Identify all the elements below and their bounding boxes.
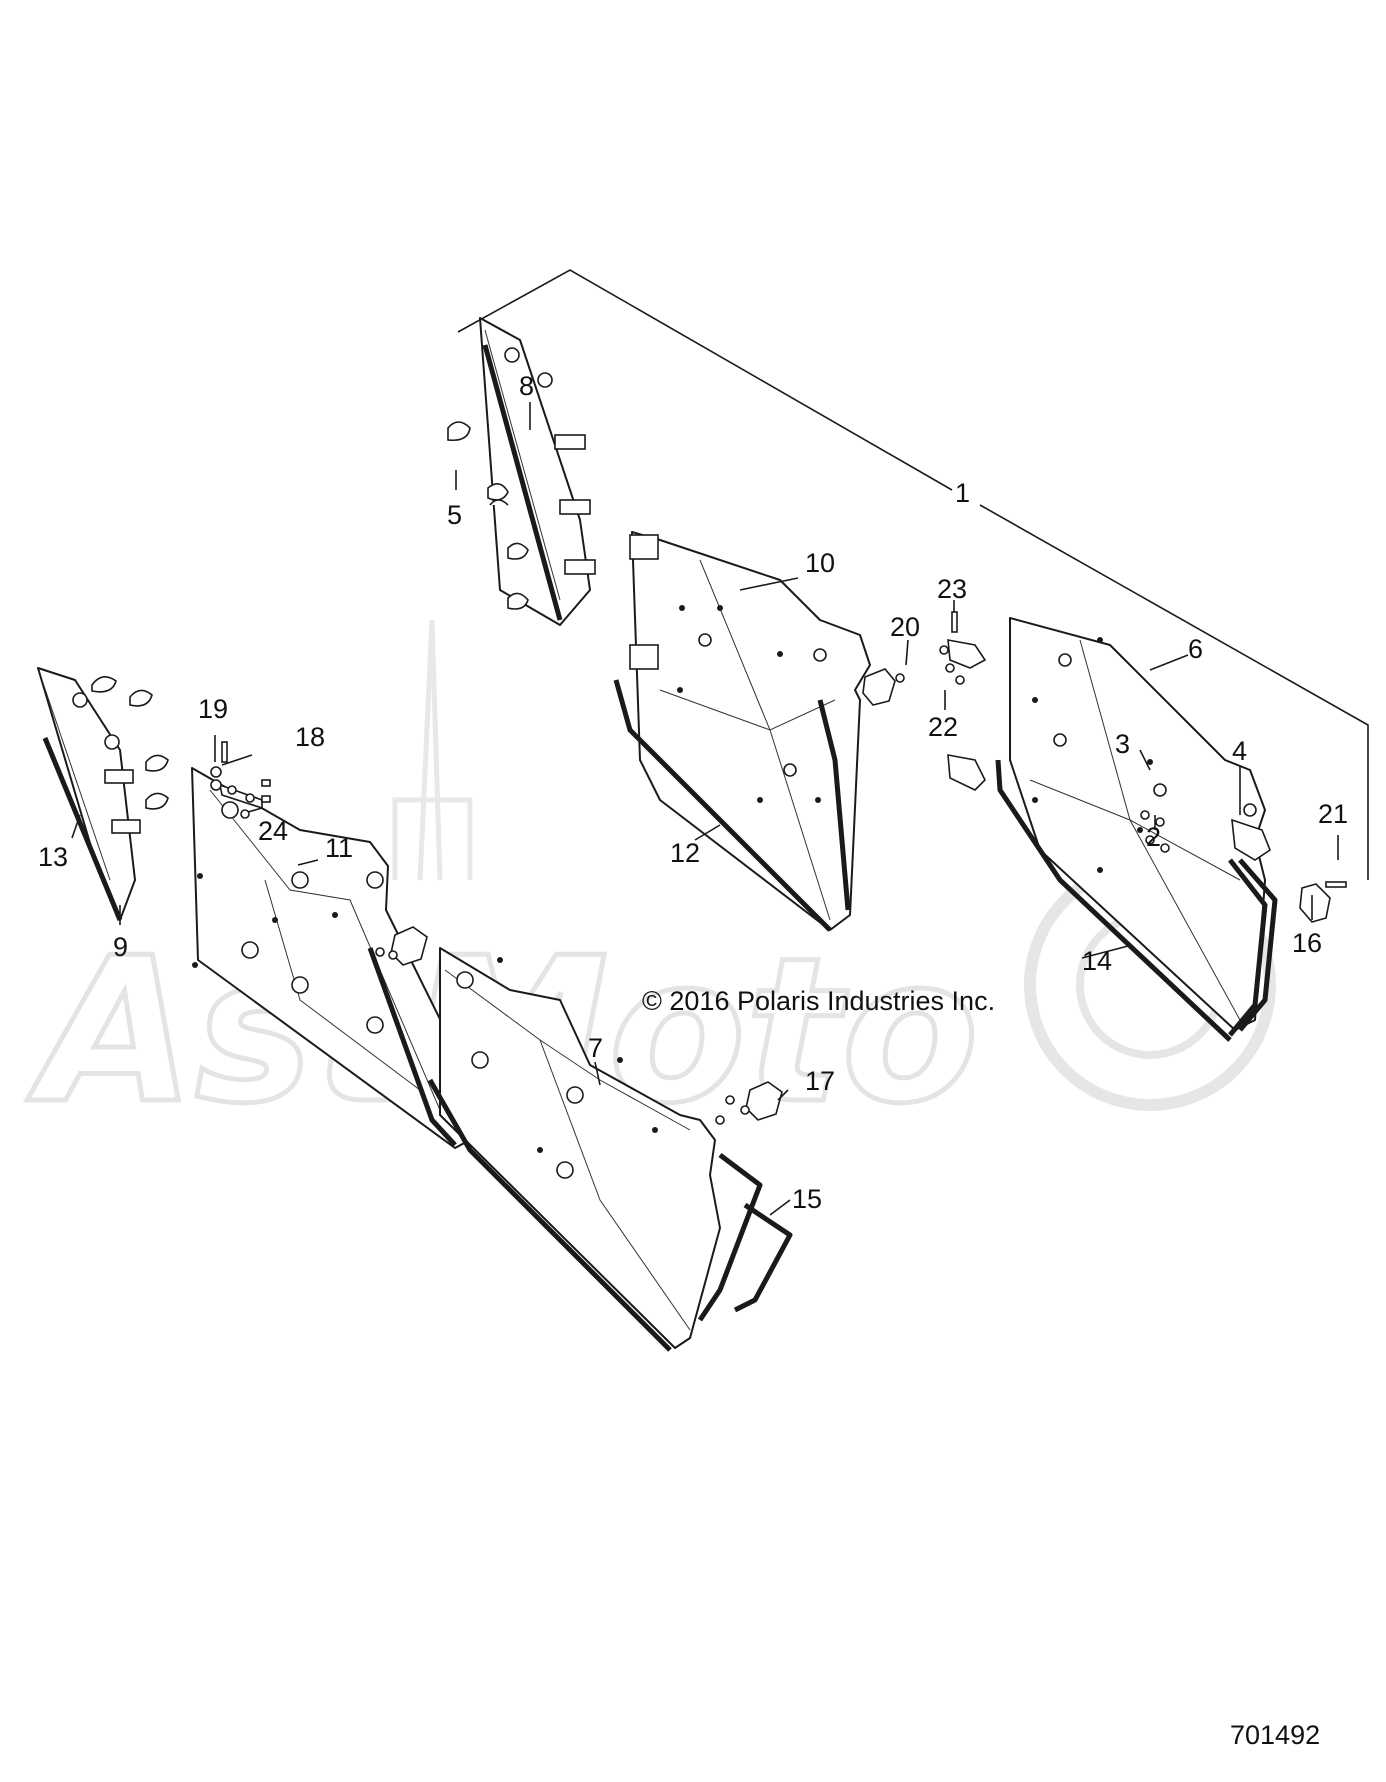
part-4-latch (1231, 818, 1271, 861)
callout-6: 6 (1188, 634, 1203, 664)
part-9-left-panel (37, 667, 141, 921)
part-22-hinge (939, 639, 987, 685)
part-17-striker (715, 1081, 783, 1125)
callout-9: 9 (113, 932, 128, 962)
parts-2-3-hardware (1140, 810, 1170, 853)
part-10-front-right-door (613, 531, 871, 932)
callout-7: 7 (588, 1033, 603, 1063)
callout-8: 8 (519, 371, 534, 401)
callout-4: 4 (1232, 736, 1247, 766)
part-16-striker (1299, 883, 1331, 923)
callout-23: 23 (937, 574, 967, 604)
part-20-striker (862, 668, 905, 706)
front-left-striker (375, 926, 428, 966)
part-23-bolt (951, 611, 958, 633)
callout-24: 24 (258, 816, 288, 846)
diagram-part-number: 701492 (1230, 1720, 1320, 1750)
copyright-notice: © 2016 Polaris Industries Inc. (642, 986, 995, 1016)
callout-labels: 1 2 3 4 5 6 7 8 9 10 11 12 13 14 15 16 1… (38, 371, 1348, 1214)
part-6-rear-right-door (995, 617, 1278, 1042)
part-21-bolt (1325, 881, 1347, 888)
callout-5: 5 (447, 500, 462, 530)
callout-15: 15 (792, 1184, 822, 1214)
callout-20: 20 (890, 612, 920, 642)
callout-11: 11 (325, 833, 353, 863)
part-19-bolt (210, 741, 228, 791)
assembly-bracket (457, 269, 1369, 880)
callout-2: 2 (1146, 822, 1161, 852)
callout-19: 19 (198, 694, 228, 724)
part-8-upper-panel (479, 317, 596, 626)
callout-21: 21 (1318, 799, 1348, 829)
callout-12: 12 (670, 838, 700, 868)
hinge-lower (947, 754, 986, 791)
part-11-front-left-door (191, 767, 476, 1149)
callout-16: 16 (1292, 928, 1322, 958)
callout-13: 13 (38, 842, 68, 872)
part-13-seal-strip (42, 737, 123, 921)
callout-10: 10 (805, 548, 835, 578)
part-7-rear-left-door (427, 947, 793, 1352)
left-clips (91, 676, 169, 810)
callout-22: 22 (928, 712, 958, 742)
callout-14: 14 (1082, 946, 1112, 976)
callout-3: 3 (1115, 729, 1130, 759)
leader-lines (71, 402, 1339, 1216)
callout-17: 17 (805, 1066, 835, 1096)
part-5-clips (447, 421, 529, 610)
callout-1: 1 (955, 478, 970, 508)
callout-18: 18 (295, 722, 325, 752)
part-24-nut (240, 809, 250, 819)
